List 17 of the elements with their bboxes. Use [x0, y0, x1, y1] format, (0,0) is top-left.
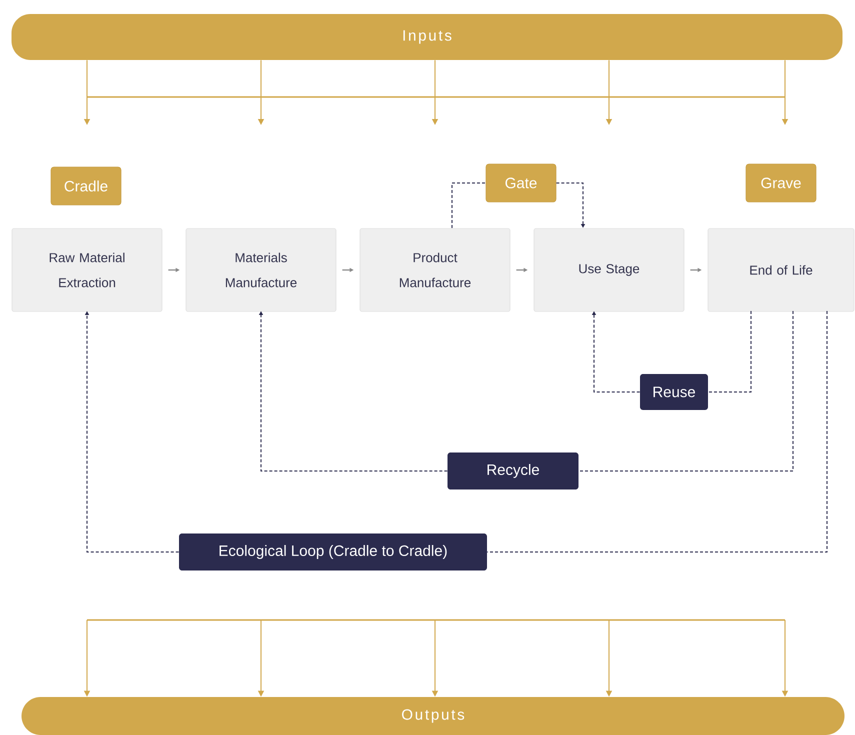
- process-box: Materials Manufacture: [186, 228, 336, 312]
- loop-label: Ecological Loop (Cradle to Cradle): [179, 534, 487, 570]
- dashed-line: [578, 310, 794, 472]
- stage-tag: Gate: [486, 164, 556, 202]
- process-box: Use Stage: [534, 228, 684, 312]
- stage-tag: Grave: [746, 164, 816, 202]
- process-box: Raw Material Extraction: [12, 228, 162, 312]
- loop-label: Reuse: [640, 374, 708, 410]
- dashed-line: [708, 310, 752, 392]
- dashed-line: [452, 182, 486, 228]
- stage-tag: Cradle: [50, 166, 122, 206]
- banner-bar: Outputs: [22, 697, 844, 735]
- banner-bar: Inputs: [12, 14, 842, 60]
- loop-label: Recycle: [448, 452, 578, 490]
- process-box: Product Manufacture: [360, 228, 510, 312]
- dashed-line: [486, 310, 828, 552]
- process-box: End of Life: [708, 228, 854, 312]
